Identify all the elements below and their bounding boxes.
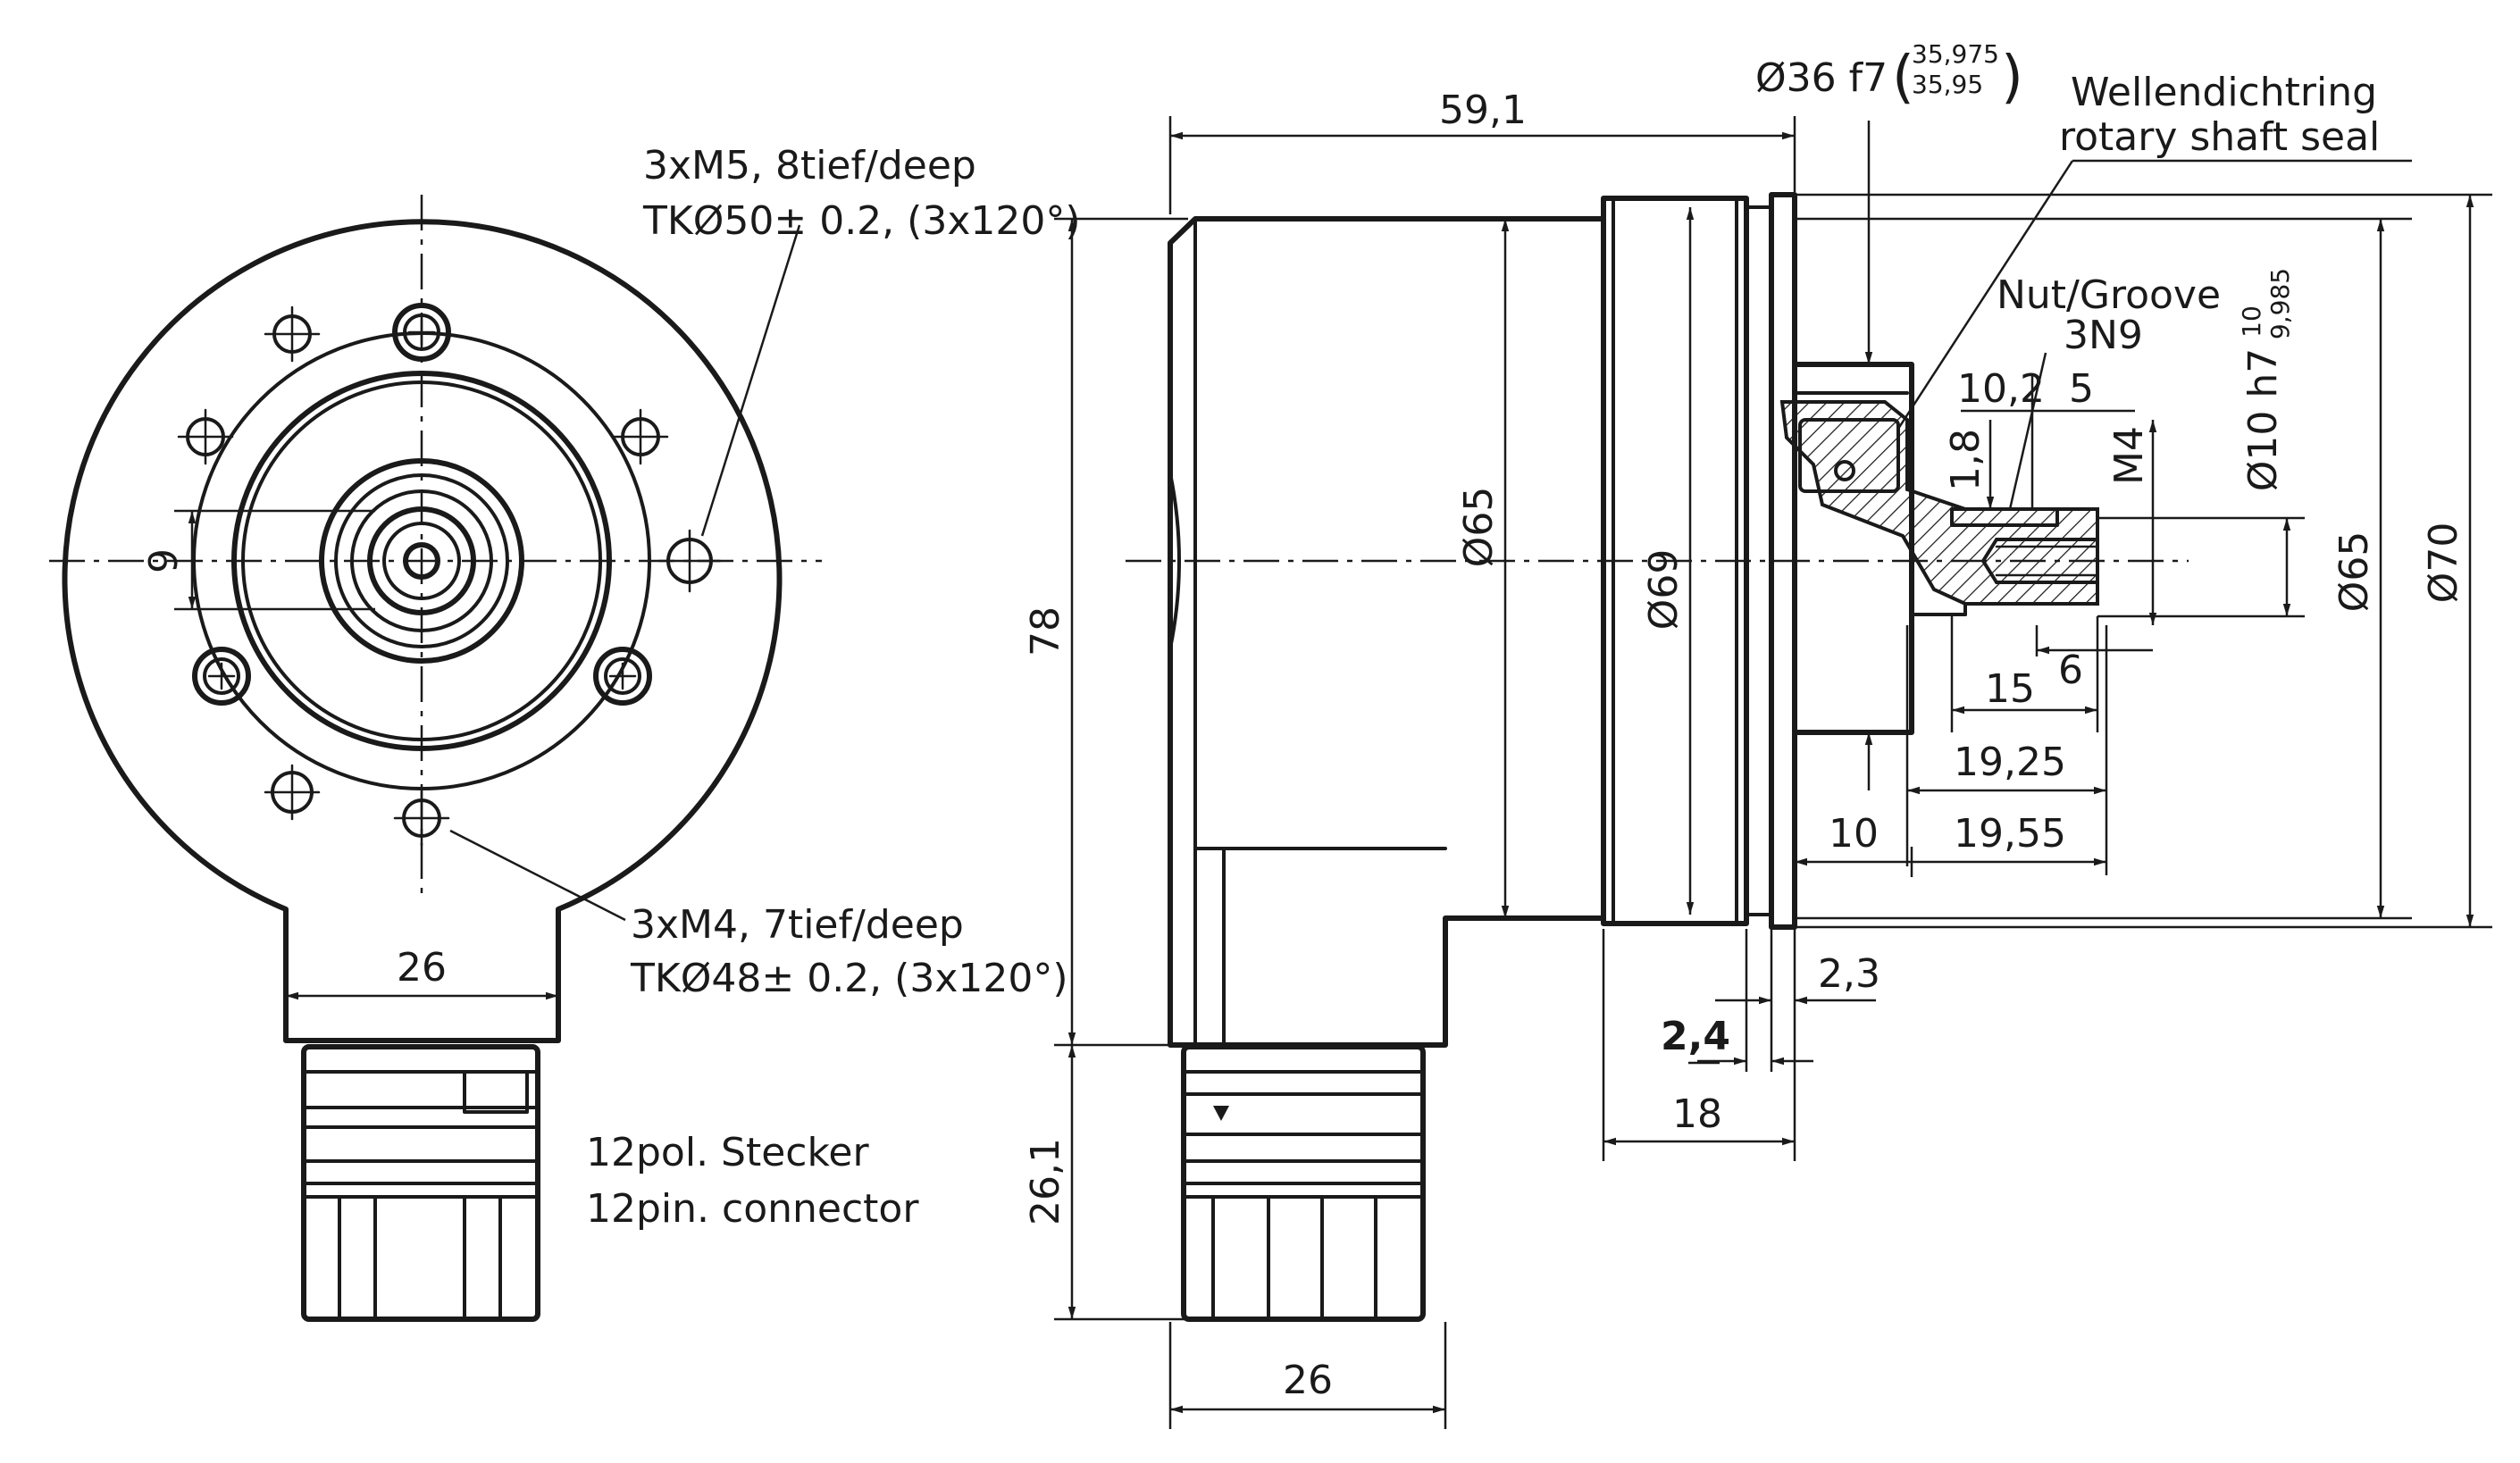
front-connector xyxy=(301,1044,540,1322)
dim-2-4-label: 2,4 xyxy=(1661,1014,1730,1059)
groove-text-2: 3N9 xyxy=(2064,313,2143,358)
front-housing-outline xyxy=(62,219,783,1043)
seal-text-2: rotary shaft seal xyxy=(2059,114,2380,160)
dim-d36-paren-open: ( xyxy=(1892,45,1914,111)
dim-m4-label: M4 xyxy=(2106,426,2152,485)
seal-leader xyxy=(1896,160,2074,430)
connector-text-2: 12pin. connector xyxy=(586,1186,919,1232)
dim-10-2-label: 10,2 xyxy=(1957,366,2045,412)
dim-5-label: 5 xyxy=(2069,366,2094,412)
side-connector xyxy=(1181,1044,1426,1322)
dim-19-25-label: 19,25 xyxy=(1954,740,2066,785)
dim-78-label: 78 xyxy=(1023,606,1068,656)
front-dim-9: 9 xyxy=(141,509,375,611)
dim-59-1-label: 59,1 xyxy=(1439,88,1527,133)
front-dim-9-label: 9 xyxy=(141,548,187,573)
front-holes-m5-text-1: 3xM5, 8tief/deep xyxy=(643,143,976,188)
dim-d36-paren-close: ) xyxy=(2001,45,2023,111)
connector-text-1: 12pol. Stecker xyxy=(586,1130,869,1175)
dim-d65-body-label: Ø65 xyxy=(1456,487,1502,568)
side-shaft-seal-section xyxy=(1779,400,2099,606)
dim-d36-lower: 35,95 xyxy=(1912,70,1983,99)
dim-d69-label: Ø69 xyxy=(1641,549,1687,631)
dim-1-8-label: 1,8 xyxy=(1943,429,1988,491)
dim-d10-upper: 10 xyxy=(2237,305,2266,338)
front-holes-m4-text-2: TKØ48± 0.2, (3x120°) xyxy=(630,956,1068,1001)
dim-10-label: 10 xyxy=(1829,811,1879,857)
dim-18-label: 18 xyxy=(1672,1091,1722,1137)
side-housing xyxy=(1168,216,1606,1048)
front-m4-leader xyxy=(449,829,626,922)
side-back-dome xyxy=(1168,472,1181,650)
dim-26-1-label: 26,1 xyxy=(1023,1138,1068,1225)
dim-2-3-label: 2,3 xyxy=(1818,951,1880,997)
front-dim-26: 26 xyxy=(286,945,558,1000)
dim-d36-upper: 35,975 xyxy=(1912,39,1999,69)
dim-6-label: 6 xyxy=(2058,648,2083,693)
front-holes-m4-text-1: 3xM4, 7tief/deep xyxy=(631,902,964,948)
dim-d10-label: Ø10 h7 xyxy=(2240,348,2286,492)
front-view: 9 26 3xM5, 8tief/deep TKØ50± 0.2, (3x120… xyxy=(49,143,1081,1322)
seal-text-1: Wellendichtring xyxy=(2071,70,2377,115)
groove-text-1: Nut/Groove xyxy=(1997,272,2221,318)
front-holes-m5-text-2: TKØ50± 0.2, (3x120°) xyxy=(642,198,1081,244)
front-dim-26-label: 26 xyxy=(397,945,447,991)
dim-19-55-label: 19,55 xyxy=(1954,811,2066,857)
front-m5-leader xyxy=(700,224,801,537)
dim-d70-label: Ø70 xyxy=(2421,522,2466,604)
dim-26-bottom-label: 26 xyxy=(1283,1358,1333,1403)
dim-d36-label: Ø36 f7 xyxy=(1755,55,1888,101)
dim-d65-flange-label: Ø65 xyxy=(2332,531,2377,613)
dim-15-label: 15 xyxy=(1985,666,2035,712)
dim-d10-lower: 9,985 xyxy=(2265,268,2295,339)
front-m5-holes xyxy=(192,303,652,706)
front-m4-holes xyxy=(177,305,722,847)
side-view: 59,1 78 26,1 26 Ø65 Ø69 Ø36 f7 ( 35,975 … xyxy=(1023,39,2492,1429)
groove-leader xyxy=(2008,352,2047,510)
